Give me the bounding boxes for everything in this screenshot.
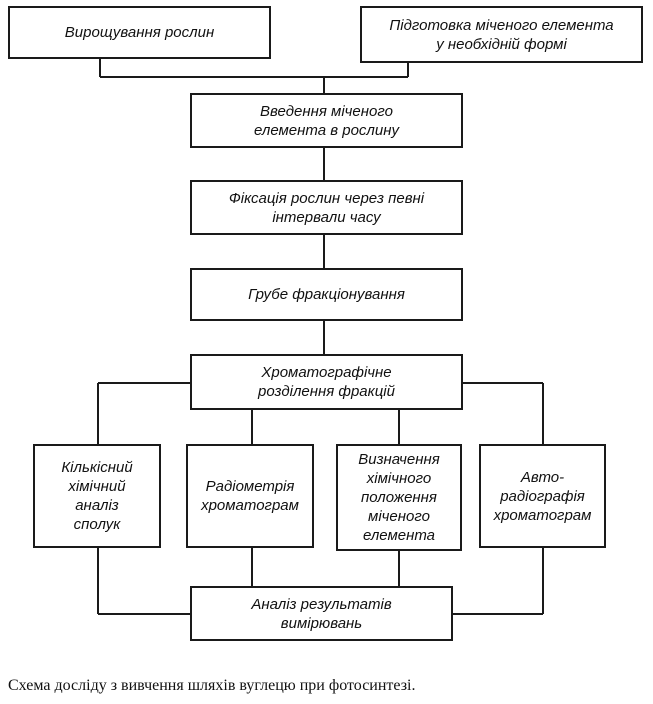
box-text-line: розділення фракцій [258,383,395,400]
box-text-line: міченого [368,508,430,525]
box-text-line: радіографія [500,487,585,505]
box-text-line: вимірювань [280,614,363,632]
box-text-line: Визначення [358,451,440,468]
box-text-line: Радіометрія [205,478,295,495]
step-fixation: Фіксація рослин через певні інтервали ча… [190,180,463,235]
box-text-line: хроматограм [201,497,299,514]
step-introducing-element: Введення міченого елемента в рослину [190,93,463,148]
step-radiometry: Радіометрія хроматограм [186,444,314,548]
box-text-line: Авто- [520,468,565,486]
step-growing-plants: Вирощування рослин [8,6,271,59]
step-rough-fractionation: Грубе фракціонування [190,268,463,321]
box-text-line: Підготовка міченого елемента [389,16,614,34]
box-text-line: у необхідній формі [436,35,567,53]
box-text-line: сполук [73,516,121,533]
experiment-scheme-diagram: Вирощування рослин Підготовка міченого е… [8,6,643,641]
box-text-line: Вирощування рослин [64,24,215,41]
box-text-line: положення [361,489,437,506]
step-results-analysis: Аналіз результатів вимірювань [190,586,453,641]
step-chromatographic-separation: Хроматографічне розділення фракцій [190,354,463,410]
diagram-connectors [97,59,544,615]
box-text-line: елемента в рослину [254,121,399,139]
figure-caption: Схема досліду з вивчення шляхів вуглецю … [8,677,416,694]
step-chemical-position: Визначення хімічного положення міченого … [336,444,462,551]
step-quantitative-analysis: Кількісний хімічний аналіз сполук [33,444,161,548]
box-text-line: Грубе фракціонування [248,286,405,303]
step-preparing-labeled-element: Підготовка міченого елемента у необхідні… [360,6,643,63]
step-autoradiography: Авто- радіографія хроматограм [479,444,606,548]
box-text-line: елемента [362,527,435,544]
box-text-line: хімічного [366,470,432,487]
box-text-line: Аналіз результатів [251,595,392,613]
box-text-line: Хроматографічне [261,364,392,381]
box-text-line: Введення міченого [260,102,393,120]
box-text-line: Кількісний [61,459,133,476]
box-text-line: хімічний [68,478,126,495]
box-text-line: Фіксація рослин через певні [228,189,425,207]
box-text-line: хроматограм [493,506,592,524]
box-text-line: аналіз [75,497,119,514]
box-text-line: інтервали часу [272,208,381,226]
